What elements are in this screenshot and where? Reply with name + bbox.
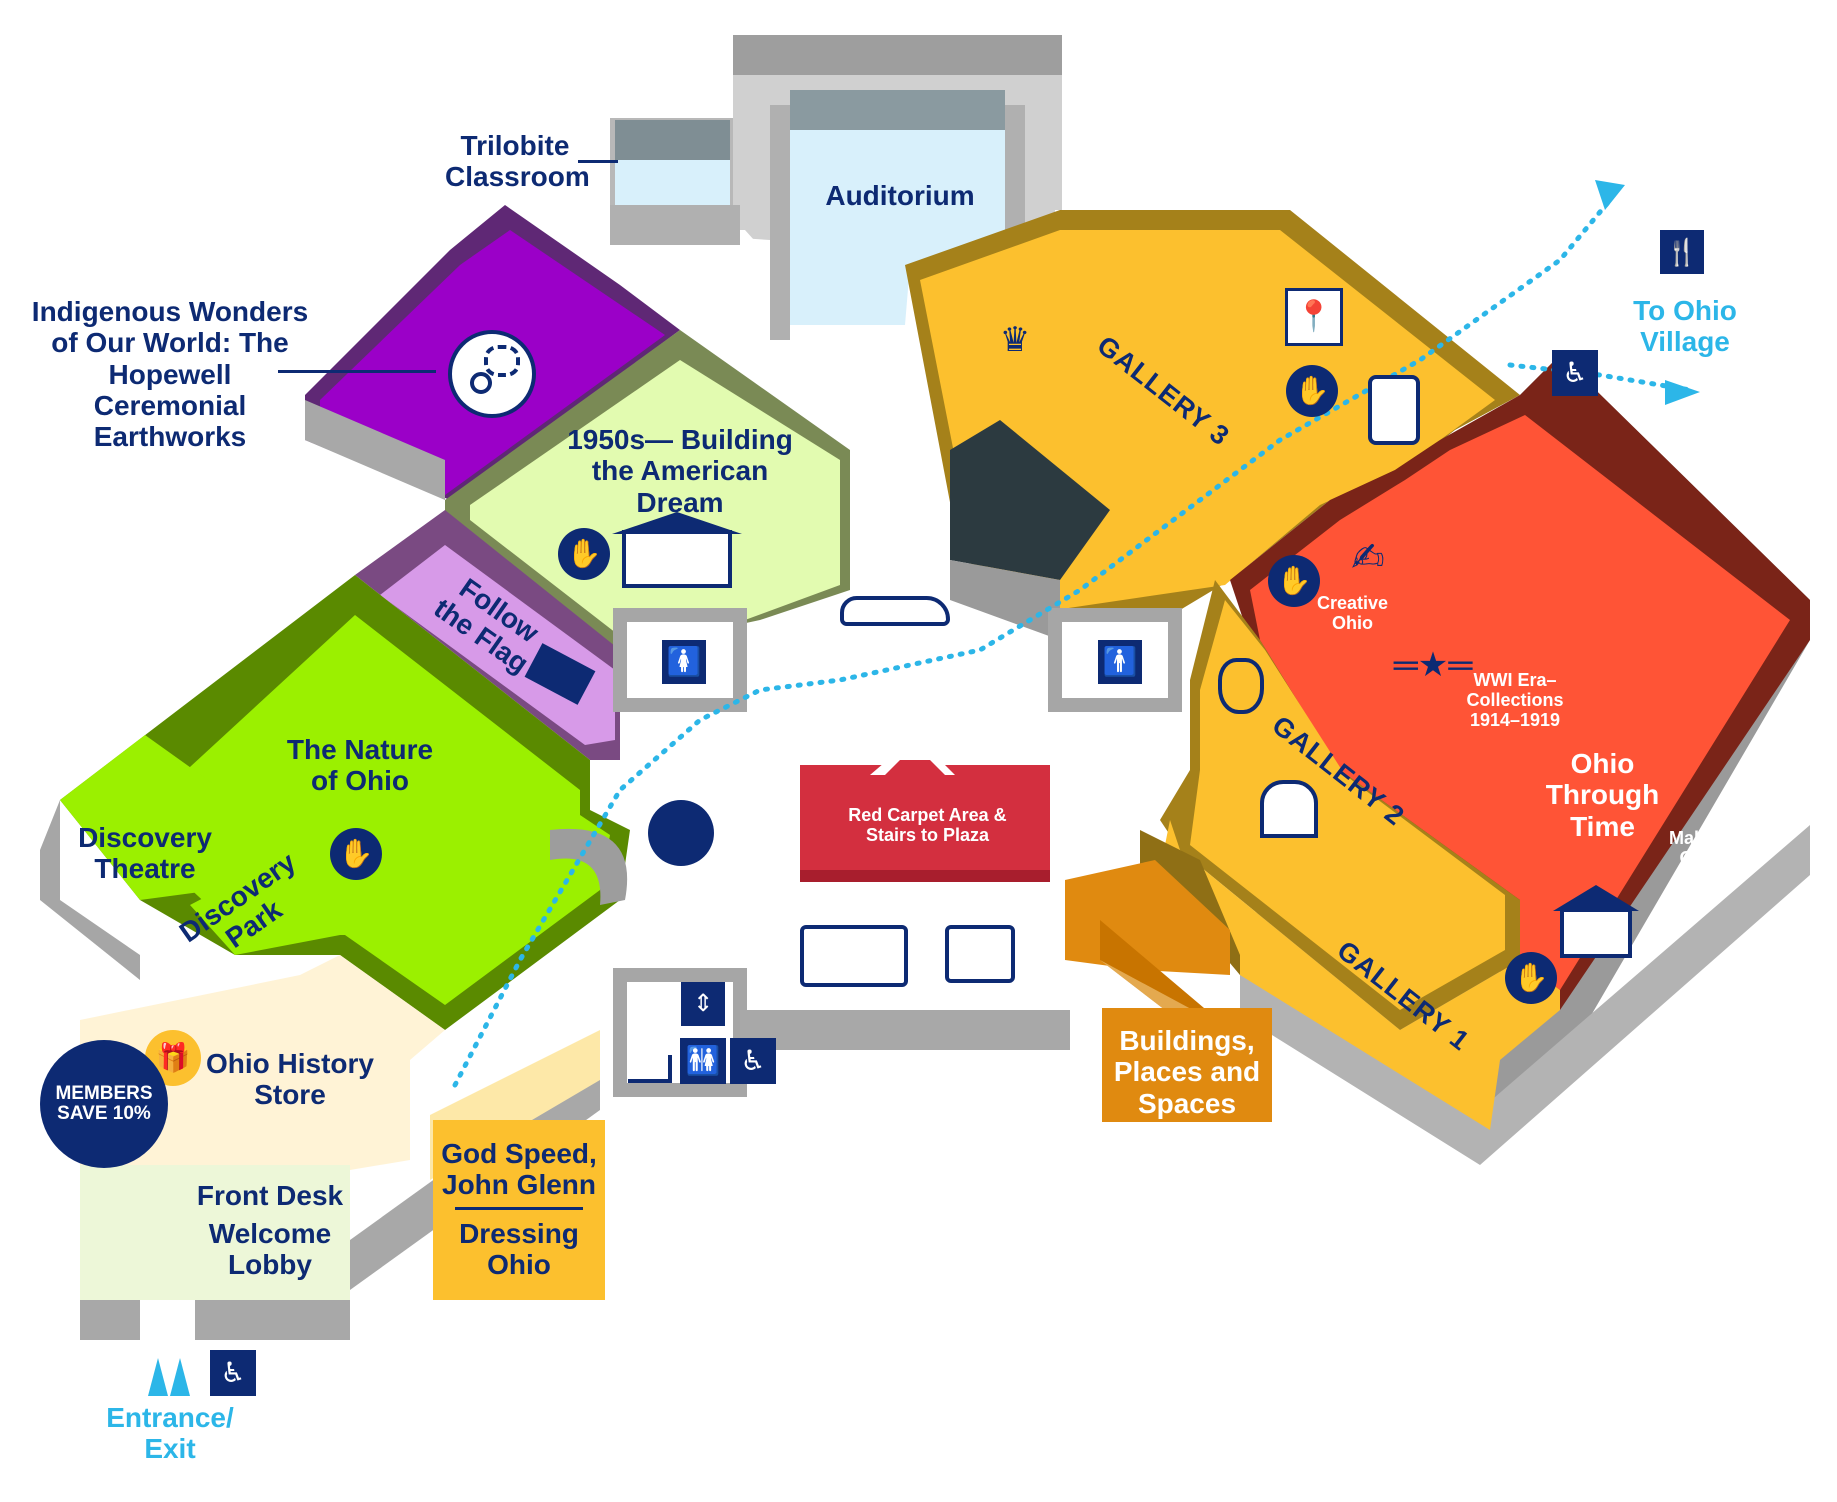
- fifties-label: 1950s— Building the American Dream: [567, 424, 793, 518]
- house-icon: [612, 512, 742, 534]
- nature-label: The Nature of Ohio: [286, 734, 434, 797]
- car-icon: [840, 596, 950, 626]
- ohio-map-pin-icon: 📍: [1285, 288, 1343, 346]
- pagoda-clock-icon: [1260, 780, 1318, 838]
- hands-on-icon: ✋: [1268, 555, 1320, 607]
- red-carpet-label: Red Carpet Area & Stairs to Plaza: [848, 805, 1007, 846]
- log-cabin-icon: [1560, 908, 1632, 958]
- discovery-theatre-label: Discovery Theatre: [78, 822, 212, 885]
- carriage-icon: [945, 925, 1015, 983]
- path-arrow-right-icon: [1665, 380, 1700, 405]
- restroom-icon: 🚺: [662, 640, 706, 684]
- mascot-profile-icon: [648, 800, 714, 866]
- indigenous-label: Indigenous Wonders of Our World: The Hop…: [31, 296, 309, 453]
- dining-icon: 🍴: [1660, 230, 1704, 274]
- godspeed-divider: [455, 1207, 583, 1210]
- restroom-icon: 🚹: [1098, 640, 1142, 684]
- trilobite-pointer: [578, 160, 618, 163]
- godspeed-label: God Speed, John Glenn: [441, 1138, 597, 1201]
- path-arrow-up-icon: [1595, 180, 1625, 210]
- godspeed-label-box: [433, 1120, 605, 1300]
- buildings-label-box: [1102, 1008, 1272, 1122]
- follow-the-flag-gallery[interactable]: [355, 510, 620, 760]
- hands-on-icon: ✋: [1286, 365, 1338, 417]
- walking-path: [452, 180, 1700, 1088]
- trilobite-label: Trilobite Classroom: [445, 130, 590, 193]
- ohio-through-time-label: Ohio Through Time: [1545, 748, 1660, 842]
- earthworks-icon: [484, 345, 520, 377]
- service-blocks: [613, 608, 1182, 1097]
- nature-of-ohio-gallery[interactable]: [40, 575, 630, 1030]
- streetcar-icon: [1368, 375, 1420, 445]
- artist-hand-icon: ✍: [1351, 536, 1385, 580]
- gallery-3[interactable]: [905, 210, 1520, 640]
- to-ohio-village-label[interactable]: To Ohio Village: [1633, 295, 1737, 358]
- accessible-icon: ♿: [210, 1350, 256, 1396]
- restroom-icon: 🚻: [680, 1038, 726, 1084]
- pottery-icon: [1218, 658, 1264, 714]
- entrance-label[interactable]: Entrance/ Exit: [106, 1402, 234, 1465]
- crown-icon: ♛: [999, 321, 1031, 359]
- indigenous-pointer: [278, 370, 436, 373]
- ohio-through-time-gallery[interactable]: [1230, 355, 1810, 1010]
- buildings-label: Buildings, Places and Spaces: [1113, 1025, 1261, 1119]
- earthworks-icon: [470, 372, 492, 394]
- auditorium-label: Auditorium: [825, 180, 975, 211]
- bus-icon: [800, 925, 908, 987]
- fifties-gallery[interactable]: [445, 330, 850, 650]
- entrance-arrow-icon: [170, 1358, 190, 1396]
- hands-on-icon: ✋: [330, 828, 382, 880]
- creative-ohio-label: Creative Ohio: [1316, 593, 1389, 634]
- elevator-icon: ⇕: [681, 982, 725, 1026]
- winged-star-icon: ═★═: [1393, 646, 1473, 684]
- house-icon: [622, 530, 732, 588]
- dressing-label: Dressing Ohio: [459, 1218, 579, 1281]
- making-ohio-home-label: Making Ohio Home: [1668, 828, 1731, 889]
- members-save-badge: MEMBERS SAVE 10%: [40, 1040, 168, 1168]
- front-desk-label: Front Desk: [196, 1180, 344, 1211]
- store-label: Ohio History Store: [205, 1048, 374, 1111]
- welcome-lobby-label: Welcome Lobby: [208, 1218, 332, 1281]
- members-save-text: MEMBERS SAVE 10%: [55, 1083, 153, 1124]
- stairs-icon: [628, 1055, 672, 1083]
- wwi-label: WWI Era– Collections 1914–1919: [1466, 670, 1564, 731]
- entrance-arrow-icon: [148, 1358, 168, 1396]
- trilobite-classroom-room[interactable]: [610, 120, 740, 245]
- log-cabin-icon: [1553, 885, 1639, 911]
- hands-on-icon: ✋: [1505, 952, 1557, 1004]
- hands-on-icon: ✋: [558, 528, 610, 580]
- accessible-icon: ♿: [1552, 350, 1598, 396]
- red-carpet-area[interactable]: [800, 745, 1050, 882]
- accessible-icon: ♿: [730, 1038, 776, 1084]
